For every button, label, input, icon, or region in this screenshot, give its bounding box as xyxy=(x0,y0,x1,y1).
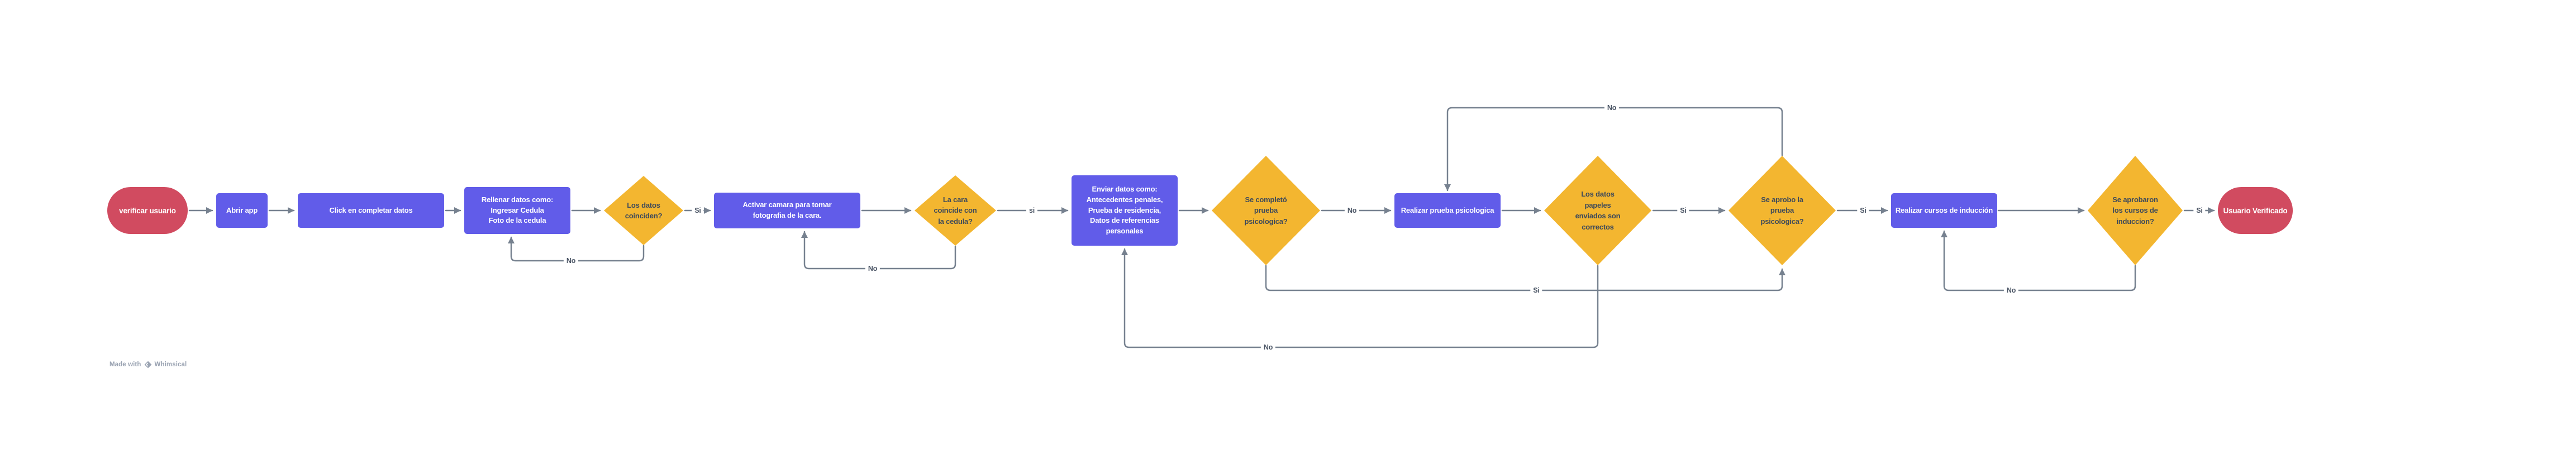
edge-cara-coincide-no-loop xyxy=(801,231,956,270)
edge-label-si: Si xyxy=(692,207,704,214)
edge-label-si: si xyxy=(1026,207,1038,214)
node-activar-camara[interactable]: Activar camara para tomar fotografia de … xyxy=(714,193,860,228)
node-end-terminator[interactable]: Usuario Verificado xyxy=(2218,187,2293,234)
edge-label-si: Si xyxy=(2193,207,2206,214)
node-label: Se completó prueba psicologica? xyxy=(1244,195,1288,226)
edge-label-si: Si xyxy=(1530,286,1542,294)
edge-label-si: Si xyxy=(1677,207,1689,214)
watermark-brand: Whimsical xyxy=(154,361,187,368)
edge-aprobaron-cursos-no-loop xyxy=(1941,230,2136,291)
edge-datos-papeles-no-loop xyxy=(1121,248,1599,348)
edge-label-no: No xyxy=(563,257,579,265)
edge-label-no: No xyxy=(1344,207,1360,214)
node-label: Activar camara para tomar fotografia de … xyxy=(742,200,832,219)
node-start-terminator[interactable]: verificar usuario xyxy=(107,187,188,234)
whimsical-watermark[interactable]: Made with Whimsical xyxy=(109,361,187,369)
node-label: Realizar cursos de inducción xyxy=(1895,205,1993,214)
node-label: Se aprobaron los cursos de induccion? xyxy=(2112,195,2158,226)
edge-label-no: No xyxy=(2003,286,2019,294)
edge-completo-prueba-si-skip xyxy=(1265,265,1785,291)
node-click-completar-datos[interactable]: Click en completar datos xyxy=(298,193,444,228)
node-realizar-cursos[interactable]: Realizar cursos de inducción xyxy=(1891,193,1997,228)
node-enviar-datos[interactable]: Enviar datos como: Antecedentes penales,… xyxy=(1072,175,1178,246)
edge-label-no: No xyxy=(865,265,880,272)
edge-label-no: No xyxy=(1604,104,1620,112)
node-label: Los datos papeles enviados son correctos xyxy=(1575,190,1621,231)
node-label: Click en completar datos xyxy=(329,205,413,214)
node-label: Rellenar datos como: Ingresar Cedula Fot… xyxy=(481,195,554,225)
node-label: Realizar prueba psicologica xyxy=(1401,205,1494,214)
edge-label-no: No xyxy=(1260,343,1276,351)
node-label: La cara coincide con la cedula? xyxy=(934,195,977,226)
whimsical-logo-icon xyxy=(144,361,152,369)
node-rellenar-datos[interactable]: Rellenar datos como: Ingresar Cedula Fot… xyxy=(464,187,570,234)
node-label: Enviar datos como: Antecedentes penales,… xyxy=(1086,184,1163,236)
node-label: Usuario Verificado xyxy=(2223,206,2288,215)
watermark-prefix: Made with xyxy=(109,361,141,368)
node-label: verificar usuario xyxy=(119,206,176,215)
edge-label-si: Si xyxy=(1857,207,1869,214)
node-realizar-prueba[interactable]: Realizar prueba psicologica xyxy=(1394,193,1501,228)
node-label: Se aprobo la prueba psicologica? xyxy=(1760,195,1804,226)
node-label: Los datos coinciden? xyxy=(625,200,663,221)
node-label: Abrir app xyxy=(226,205,258,214)
node-abrir-app[interactable]: Abrir app xyxy=(216,193,268,228)
